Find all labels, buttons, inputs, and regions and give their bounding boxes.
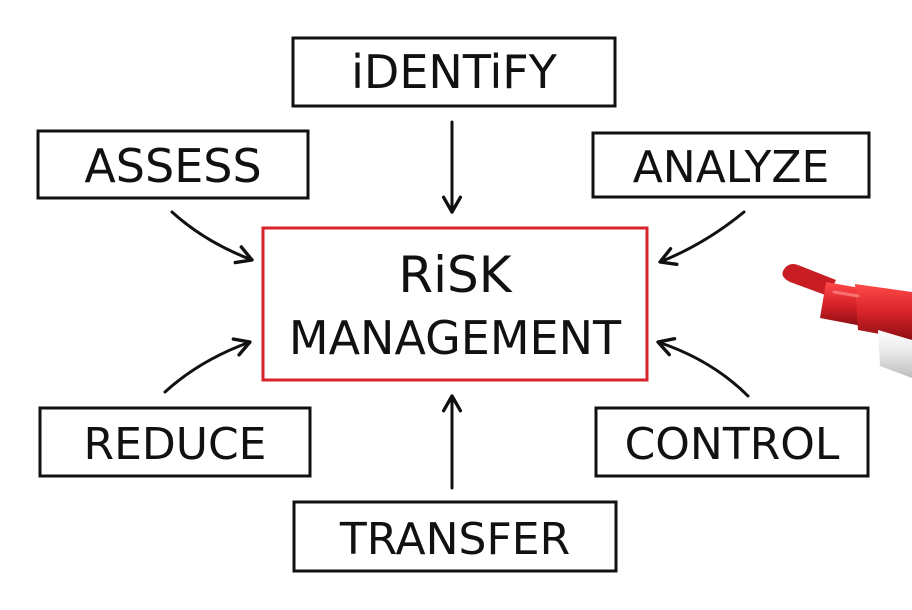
node-control: CONTROL	[594, 406, 870, 478]
arrow-analyze-to-center	[658, 210, 746, 267]
node-assess: ASSESS	[36, 129, 310, 200]
node-identify-box	[291, 36, 617, 108]
red-marker-pen-icon	[782, 264, 912, 378]
node-transfer-label: TRANSFER	[339, 514, 570, 565]
node-transfer: TRANSFER	[292, 500, 618, 573]
node-control-box	[594, 406, 870, 478]
node-transfer-box	[292, 500, 618, 573]
node-identify-label: iDENTiFY	[351, 45, 558, 99]
node-identify: iDENTiFY	[291, 36, 617, 108]
arrow-control-to-center	[656, 337, 750, 398]
center-node: RiSK MANAGEMENT	[261, 226, 649, 382]
node-reduce-box	[38, 406, 312, 478]
node-assess-box	[36, 129, 310, 200]
node-analyze-label: ANALYZE	[633, 142, 830, 193]
node-reduce-label: REDUCE	[84, 419, 267, 470]
node-assess-label: ASSESS	[84, 139, 261, 193]
node-reduce: REDUCE	[38, 406, 312, 478]
center-label-line2: MANAGEMENT	[289, 311, 622, 365]
arrow-reduce-to-center	[163, 337, 252, 394]
node-control-label: CONTROL	[625, 419, 840, 470]
arrow-assess-to-center	[170, 210, 254, 265]
node-analyze-box	[591, 131, 871, 199]
center-box	[261, 226, 649, 382]
center-label-line1: RiSK	[398, 246, 512, 304]
node-analyze: ANALYZE	[591, 131, 871, 199]
